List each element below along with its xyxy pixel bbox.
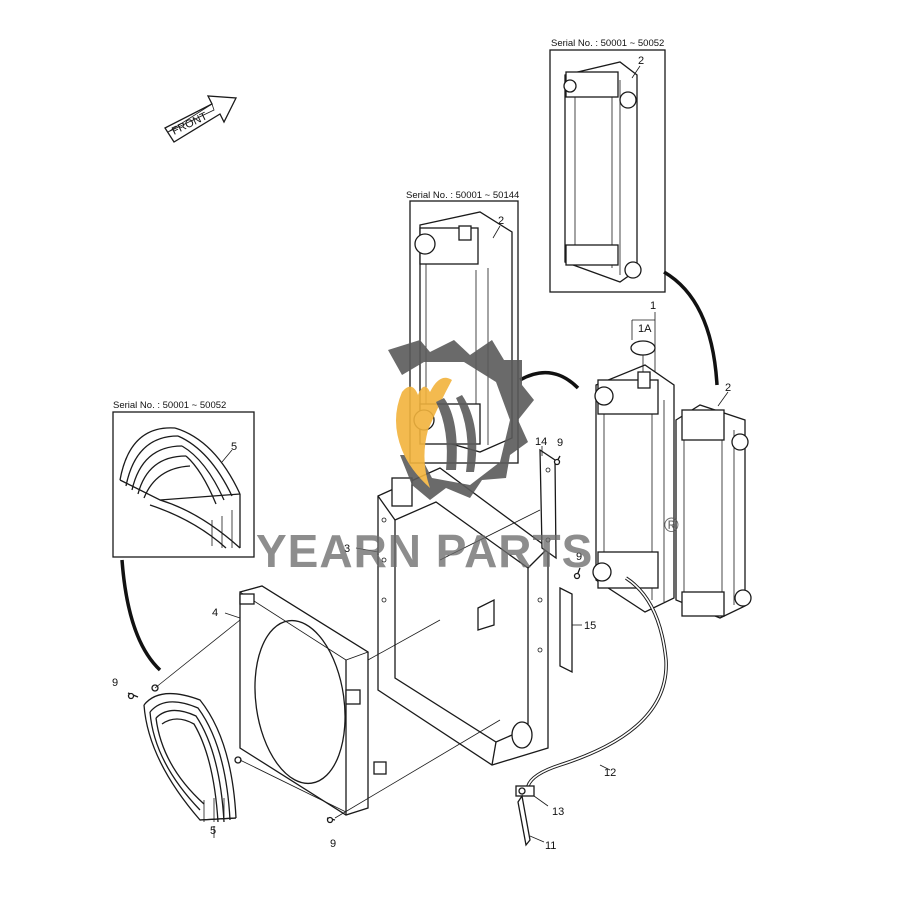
leader-curve-middle [519, 370, 580, 390]
label-9-right: 9 [576, 551, 582, 563]
radiator-frame [377, 467, 549, 766]
label-11: 11 [545, 840, 556, 852]
leader-curve-left [120, 559, 162, 672]
label-9-top: 9 [557, 437, 563, 449]
label-4: 4 [212, 607, 218, 619]
label-9-bottom: 9 [330, 838, 336, 850]
label-5-bottom: 5 [210, 825, 216, 837]
leader-curve-top-right [663, 270, 719, 386]
serial-inset-top-right: Serial No. : 50001 ~ 50052 2 [549, 38, 666, 293]
label-15: 15 [584, 620, 596, 632]
label-2-middle: 2 [498, 215, 504, 227]
fan-guard-inset [119, 427, 241, 549]
registered-mark: ® [664, 515, 679, 537]
bracket-15 [559, 586, 573, 674]
label-9-left: 9 [112, 677, 118, 689]
bolt-9-top [553, 455, 561, 466]
label-14: 14 [535, 436, 547, 448]
clamp-13 [515, 785, 535, 797]
pipe-11 [517, 794, 531, 847]
fan-shroud [239, 585, 387, 816]
serial-label-top-right: Serial No. : 50001 ~ 50052 [551, 38, 664, 49]
label-3: 3 [344, 543, 350, 555]
label-5-inset: 5 [231, 441, 237, 453]
label-2-right: 2 [725, 382, 731, 394]
yearn-parts-watermark: YEARN PARTS ® [256, 340, 679, 577]
oil-cooler-top-right [563, 61, 642, 283]
serial-label-left: Serial No. : 50001 ~ 50052 [113, 400, 226, 411]
label-13: 13 [552, 806, 564, 818]
fan-guard-bottom [143, 684, 242, 823]
bolt-9-bottom [326, 816, 336, 824]
bracket-14 [539, 448, 557, 560]
radiator-main [592, 340, 675, 613]
label-2-top: 2 [638, 55, 644, 67]
watermark-text: YEARN PARTS [256, 525, 593, 577]
label-12: 12 [604, 767, 616, 779]
serial-inset-left: Serial No. : 50001 ~ 50052 5 [112, 400, 255, 558]
label-1: 1 [650, 300, 656, 312]
bolt-9-right [573, 567, 581, 580]
front-arrow-icon: FRONT [164, 95, 238, 143]
drain-hose [526, 576, 668, 787]
label-1a: 1A [638, 323, 652, 335]
bolt-9-left [127, 692, 139, 700]
oil-cooler-right [675, 404, 752, 619]
gear-logo-icon [388, 340, 534, 500]
serial-label-middle: Serial No. : 50001 ~ 50144 [406, 190, 519, 201]
